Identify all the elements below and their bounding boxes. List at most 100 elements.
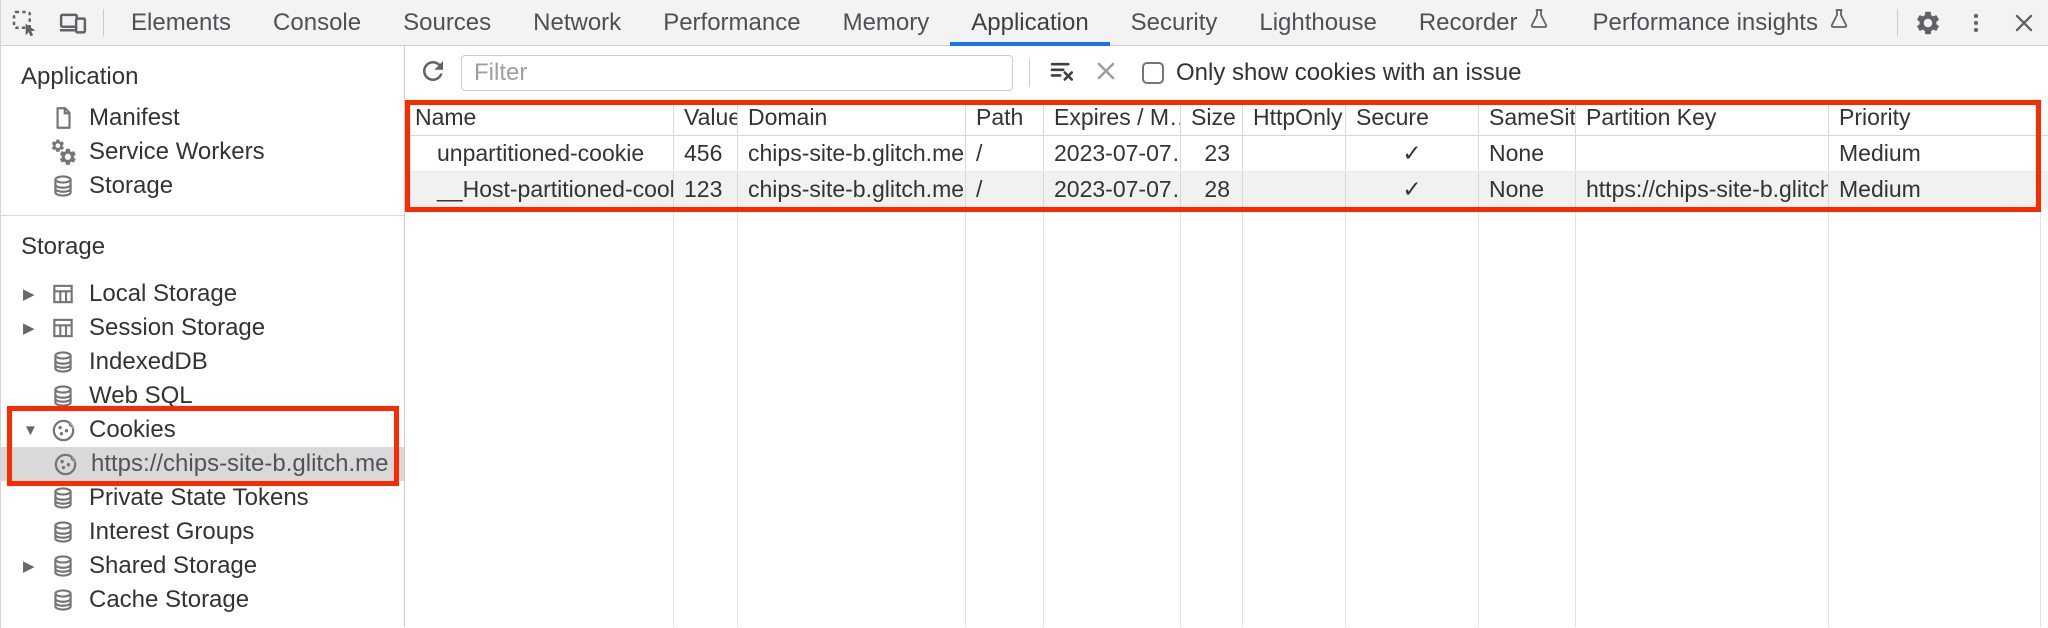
kebab-menu-icon [1963, 10, 1989, 36]
cell-size: 28 [1181, 172, 1243, 207]
cell-expires: 2023-07-07… [1044, 136, 1181, 171]
cell-expires: 2023-07-07… [1044, 172, 1181, 207]
tab-memory[interactable]: Memory [842, 8, 930, 36]
database-icon [49, 383, 77, 409]
cell-samesite: None [1479, 136, 1576, 171]
cookie-icon [51, 451, 79, 478]
cell-path: / [966, 172, 1044, 207]
column-header-secure[interactable]: Secure [1346, 100, 1479, 135]
column-header-httponly[interactable]: HttpOnly [1243, 100, 1346, 135]
column-header-partition-key[interactable]: Partition Key [1576, 100, 1829, 135]
tab-performance[interactable]: Performance [663, 8, 801, 36]
column-header-domain[interactable]: Domain [738, 100, 966, 135]
inspect-element-button[interactable] [1, 0, 49, 45]
cell-path: / [966, 136, 1044, 171]
tabbar-right-tools [1891, 0, 2048, 45]
tab-console[interactable]: Console [273, 8, 362, 36]
column-header-samesite[interactable]: SameSite [1479, 100, 1576, 135]
cookies-table: Name Value Domain Path Expires / M… Size… [405, 100, 2048, 627]
table-icon [49, 281, 77, 307]
toolbar-separator [1029, 59, 1030, 87]
tab-bar: Elements Console Sources Network Perform… [1, 0, 2048, 46]
refresh-icon [418, 56, 448, 91]
column-header-name[interactable]: Name [405, 100, 674, 135]
column-header-value[interactable]: Value [674, 100, 738, 135]
tab-application[interactable]: Application [950, 0, 1111, 46]
experiment-flask-icon [1827, 7, 1851, 38]
toggle-device-toolbar-button[interactable] [49, 0, 97, 45]
close-icon [2011, 10, 2037, 36]
cell-domain: chips-site-b.glitch.me [738, 172, 966, 207]
chevron-right-icon[interactable]: ▶ [23, 320, 35, 337]
cell-partition-key [1576, 136, 1829, 171]
sidebar-item-session-storage[interactable]: ▶ Session Storage [23, 314, 266, 341]
table-header-row: Name Value Domain Path Expires / M… Size… [405, 100, 2048, 136]
column-header-expires[interactable]: Expires / M… [1044, 100, 1181, 135]
close-devtools-button[interactable] [2000, 0, 2048, 45]
cell-priority: Medium [1829, 136, 2041, 171]
cell-samesite: None [1479, 172, 1576, 207]
cookie-icon [49, 417, 77, 444]
clear-filter-icon [1047, 56, 1077, 91]
cookies-panel: Only show cookies with an issue Name Val… [405, 46, 2048, 627]
clear-search-button[interactable] [1084, 51, 1128, 95]
database-icon [49, 173, 77, 199]
table-empty-area [405, 208, 2048, 627]
device-toolbar-icon [58, 8, 88, 38]
filter-input[interactable] [461, 55, 1013, 91]
database-icon [49, 553, 77, 579]
database-icon [49, 349, 77, 375]
cell-httponly [1243, 136, 1346, 171]
cell-httponly [1243, 172, 1346, 207]
tab-elements[interactable]: Elements [131, 8, 232, 36]
sidebar-section-storage: Storage ▶ Local Storage ▶ [1, 216, 404, 627]
toolbar-separator [103, 9, 104, 36]
sidebar-item-manifest[interactable]: Manifest [1, 101, 404, 135]
close-icon [1092, 57, 1120, 90]
sidebar-item-interest-groups[interactable]: Interest Groups [1, 515, 404, 549]
cell-partition-key: https://chips-site-b.glitch.me [1576, 172, 1829, 207]
sidebar-item-cookies-origin[interactable]: https://chips-site-b.glitch.me [1, 447, 404, 481]
sidebar-item-cache-storage[interactable]: Cache Storage [1, 583, 404, 617]
cell-secure-checkmark: ✓ [1346, 136, 1479, 171]
gear-icon [1914, 9, 1942, 37]
column-header-size[interactable]: Size [1181, 100, 1243, 135]
experiment-flask-icon [1527, 7, 1551, 38]
cookie-row-host-partitioned[interactable]: __Host-partitioned-cookie 123 chips-site… [405, 172, 2048, 208]
cell-value: 123 [674, 172, 738, 207]
database-icon [49, 519, 77, 545]
sidebar-item-indexeddb[interactable]: IndexedDB [1, 345, 404, 379]
sidebar-item-storage[interactable]: Storage [1, 169, 404, 203]
cookie-row-unpartitioned[interactable]: unpartitioned-cookie 456 chips-site-b.gl… [405, 136, 2048, 172]
chevron-down-icon[interactable]: ▼ [23, 421, 38, 439]
sidebar-item-private-state-tokens[interactable]: Private State Tokens [1, 481, 404, 515]
cell-priority: Medium [1829, 172, 2041, 207]
tab-lighthouse[interactable]: Lighthouse [1259, 8, 1377, 36]
database-icon [49, 485, 77, 511]
tab-recorder[interactable]: Recorder [1398, 0, 1572, 45]
cookies-toolbar: Only show cookies with an issue [405, 46, 2048, 100]
column-header-path[interactable]: Path [966, 100, 1044, 135]
sidebar-item-cookies[interactable]: ▼ Cookies [23, 416, 176, 444]
chevron-right-icon[interactable]: ▶ [23, 286, 35, 303]
sidebar-item-shared-storage[interactable]: ▶ Shared Storage [23, 552, 258, 579]
sidebar-item-service-workers[interactable]: Service Workers [1, 135, 404, 169]
tab-performance-insights[interactable]: Performance insights [1572, 0, 1872, 45]
chevron-right-icon[interactable]: ▶ [23, 558, 35, 575]
section-title: Application [21, 63, 139, 90]
cell-value: 456 [674, 136, 738, 171]
more-options-button[interactable] [1952, 0, 2000, 45]
tab-sources[interactable]: Sources [403, 8, 492, 36]
only-issue-cookies-label: Only show cookies with an issue [1176, 59, 1522, 86]
column-header-priority[interactable]: Priority [1829, 100, 2041, 135]
sidebar-item-web-sql[interactable]: Web SQL [1, 379, 404, 413]
only-issue-cookies-checkbox[interactable] [1142, 62, 1164, 84]
cell-name: unpartitioned-cookie [405, 136, 674, 171]
clear-filter-button[interactable] [1040, 51, 1084, 95]
settings-button[interactable] [1904, 0, 1952, 45]
tab-security[interactable]: Security [1130, 8, 1218, 36]
refresh-button[interactable] [411, 51, 455, 95]
sidebar-item-local-storage[interactable]: ▶ Local Storage [23, 280, 238, 307]
tab-network[interactable]: Network [533, 8, 622, 36]
